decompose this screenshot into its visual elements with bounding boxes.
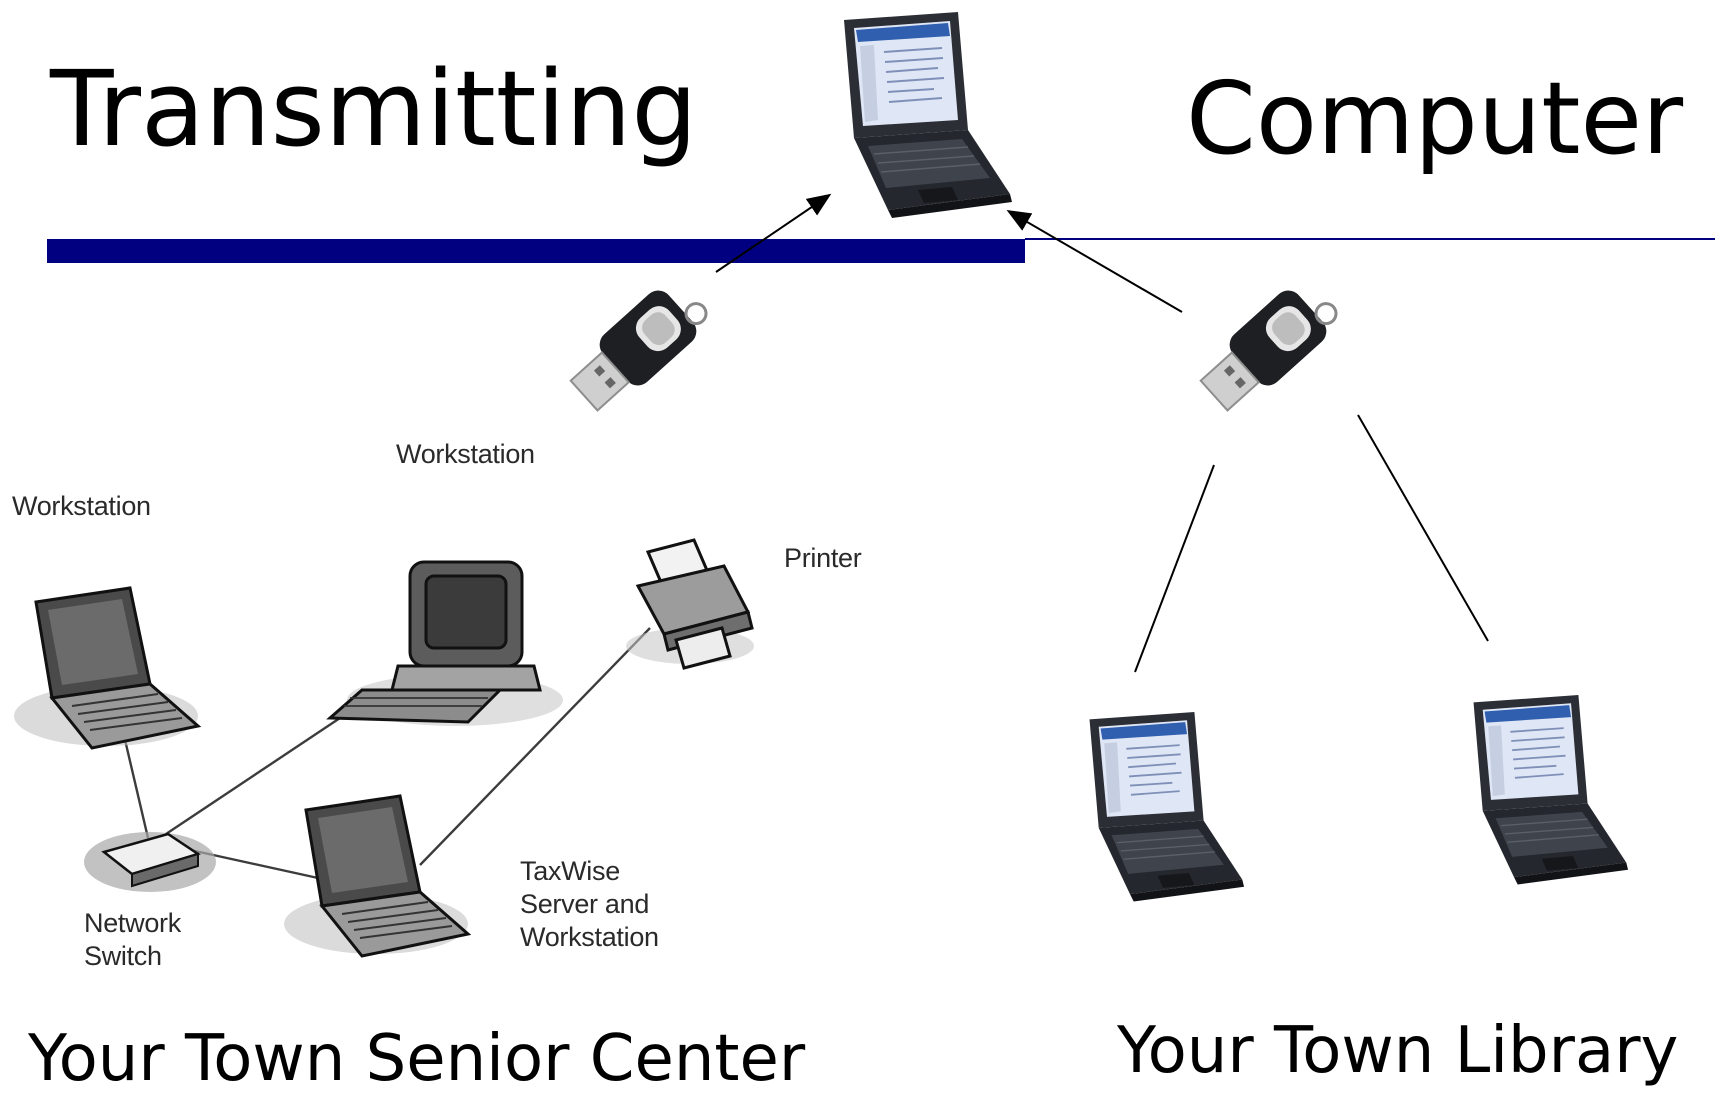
library-laptop-icon (1472, 694, 1629, 886)
lan-cables (120, 627, 651, 880)
label-taxwise-line3: Workstation (520, 922, 659, 952)
library-links (1134, 414, 1489, 673)
caption-library: Your Town Library (1117, 1014, 1679, 1088)
caption-senior-center: Your Town Senior Center (28, 1022, 806, 1096)
label-network-switch-line2: Switch (84, 941, 162, 971)
label-network-switch: Network Switch (84, 907, 181, 973)
transmitting-computer-laptop-icon (843, 11, 1013, 219)
printer-icon (626, 538, 754, 670)
network-switch-icon (84, 832, 216, 892)
title-rule-thin (1025, 238, 1715, 240)
label-network-switch-line1: Network (84, 908, 181, 938)
crt-desktop-icon (326, 560, 563, 726)
usb-flash-drive-icon (1191, 271, 1347, 421)
usb-flash-drive-icon (561, 271, 717, 421)
slide-title-left: Transmitting (50, 48, 698, 170)
label-taxwise: TaxWise Server and Workstation (520, 855, 659, 954)
library-laptop-icon (1088, 711, 1245, 903)
slide-title-right: Computer (1186, 60, 1684, 177)
label-printer: Printer (784, 543, 862, 573)
label-taxwise-line2: Server and (520, 889, 650, 919)
label-workstation-left: Workstation (12, 491, 151, 521)
label-taxwise-line1: TaxWise (520, 856, 620, 886)
transmit-arrows (715, 193, 1183, 313)
workstation-laptop-icon (12, 586, 200, 750)
label-workstation-center: Workstation (396, 439, 535, 469)
title-rule-thick (47, 239, 1025, 263)
